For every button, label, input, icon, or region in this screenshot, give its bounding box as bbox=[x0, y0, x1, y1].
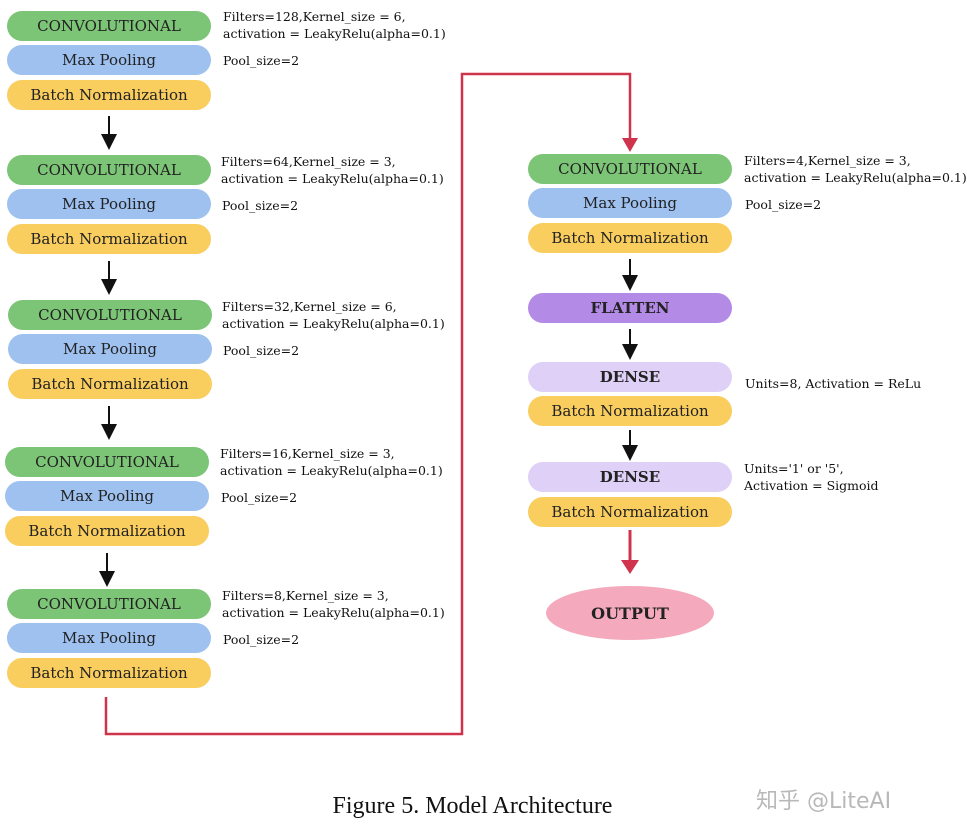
bn-block-8: Batch Normalization bbox=[528, 497, 732, 527]
bn-block-6: Batch Normalization bbox=[528, 223, 732, 253]
bn-block-2: Batch Normalization bbox=[7, 224, 211, 254]
conv-3-params: Filters=32,Kernel_size = 6, activation =… bbox=[222, 298, 445, 332]
connector-layer bbox=[99, 72, 639, 736]
pool-1-params: Pool_size=2 bbox=[223, 53, 300, 68]
conv-2-params: Filters=64,Kernel_size = 3, activation =… bbox=[221, 153, 444, 187]
output-arrowhead bbox=[621, 560, 639, 574]
conv-block-1: CONVOLUTIONAL bbox=[7, 11, 211, 41]
dense-2-params-line-2: Activation = Sigmoid bbox=[744, 478, 879, 493]
dense-block-2: DENSE bbox=[528, 462, 732, 492]
conv-2-params-line-2: activation = LeakyRelu(alpha=0.1) bbox=[221, 171, 444, 186]
conv-6-params-line-1: Filters=4,Kernel_size = 3, bbox=[744, 153, 911, 168]
connector-arrowhead bbox=[622, 138, 638, 152]
bn-block-1: Batch Normalization bbox=[7, 80, 211, 110]
output-node: OUTPUT bbox=[546, 586, 714, 640]
pool-2-params: Pool_size=2 bbox=[222, 198, 299, 213]
bn-block-5: Batch Normalization bbox=[7, 658, 211, 688]
conv-block-3: CONVOLUTIONAL bbox=[8, 300, 212, 330]
conv-5-params: Filters=8,Kernel_size = 3, activation = … bbox=[222, 587, 445, 621]
conv-block-6: CONVOLUTIONAL bbox=[528, 154, 732, 184]
conv-6-params: Filters=4,Kernel_size = 3, activation = … bbox=[744, 152, 967, 186]
dense-1-params: Units=8, Activation = ReLu bbox=[745, 376, 922, 391]
pool-block-6: Max Pooling bbox=[528, 188, 732, 218]
figure-caption: Figure 5. Model Architecture bbox=[332, 793, 613, 819]
conv-3-params-line-1: Filters=32,Kernel_size = 6, bbox=[222, 299, 397, 314]
conv-4-params-line-2: activation = LeakyRelu(alpha=0.1) bbox=[220, 463, 443, 478]
pool-block-5: Max Pooling bbox=[7, 623, 211, 653]
dense-block-1: DENSE bbox=[528, 362, 732, 392]
conv-3-params-line-2: activation = LeakyRelu(alpha=0.1) bbox=[222, 316, 445, 331]
conv-5-params-line-1: Filters=8,Kernel_size = 3, bbox=[222, 588, 389, 603]
pool-block-4: Max Pooling bbox=[5, 481, 209, 511]
flatten-block: FLATTEN bbox=[528, 293, 732, 323]
pool-4-params: Pool_size=2 bbox=[221, 490, 298, 505]
conv-5-params-line-2: activation = LeakyRelu(alpha=0.1) bbox=[222, 605, 445, 620]
bn-block-4: Batch Normalization bbox=[5, 516, 209, 546]
conv-block-5: CONVOLUTIONAL bbox=[7, 589, 211, 619]
conv-2-params-line-1: Filters=64,Kernel_size = 3, bbox=[221, 154, 396, 169]
bn-block-3: Batch Normalization bbox=[8, 369, 212, 399]
conv-6-params-line-2: activation = LeakyRelu(alpha=0.1) bbox=[744, 170, 967, 185]
connector-left-to-right bbox=[104, 72, 632, 736]
pool-5-params: Pool_size=2 bbox=[223, 632, 300, 647]
dense-2-params-line-1: Units='1' or '5', bbox=[744, 461, 844, 476]
pool-block-1: Max Pooling bbox=[7, 45, 211, 75]
pool-6-params: Pool_size=2 bbox=[745, 197, 822, 212]
conv-block-4: CONVOLUTIONAL bbox=[5, 447, 209, 477]
pool-block-3: Max Pooling bbox=[8, 334, 212, 364]
pool-block-2: Max Pooling bbox=[7, 189, 211, 219]
bn-block-7: Batch Normalization bbox=[528, 396, 732, 426]
watermark: 知乎 @LiteAI bbox=[756, 789, 892, 814]
pool-3-params: Pool_size=2 bbox=[223, 343, 300, 358]
dense-2-params: Units='1' or '5', Activation = Sigmoid bbox=[744, 460, 879, 494]
conv-4-params-line-1: Filters=16,Kernel_size = 3, bbox=[220, 446, 395, 461]
conv-1-params-line-2: activation = LeakyRelu(alpha=0.1) bbox=[223, 26, 446, 41]
conv-4-params: Filters=16,Kernel_size = 3, activation =… bbox=[220, 445, 443, 479]
conv-1-params: Filters=128,Kernel_size = 6, activation … bbox=[223, 8, 446, 42]
conv-1-params-line-1: Filters=128,Kernel_size = 6, bbox=[223, 9, 406, 24]
conv-block-2: CONVOLUTIONAL bbox=[7, 155, 211, 185]
